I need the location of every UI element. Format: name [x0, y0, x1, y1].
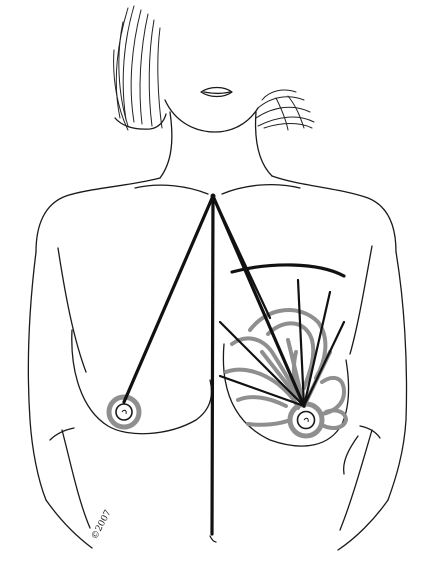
- mammary-lobes: [226, 310, 346, 428]
- guide-ray-3: [220, 322, 304, 406]
- sternal-notch: [211, 194, 216, 199]
- face: [165, 88, 258, 133]
- torso-outline: [28, 112, 406, 550]
- artist-signature: ©2007: [90, 508, 114, 541]
- guide-line-upper: [213, 196, 270, 318]
- guide-line-left-nipple: [124, 196, 213, 402]
- nipple-right: [290, 404, 322, 436]
- guide-line-midline: [212, 196, 213, 534]
- hair: [114, 6, 314, 130]
